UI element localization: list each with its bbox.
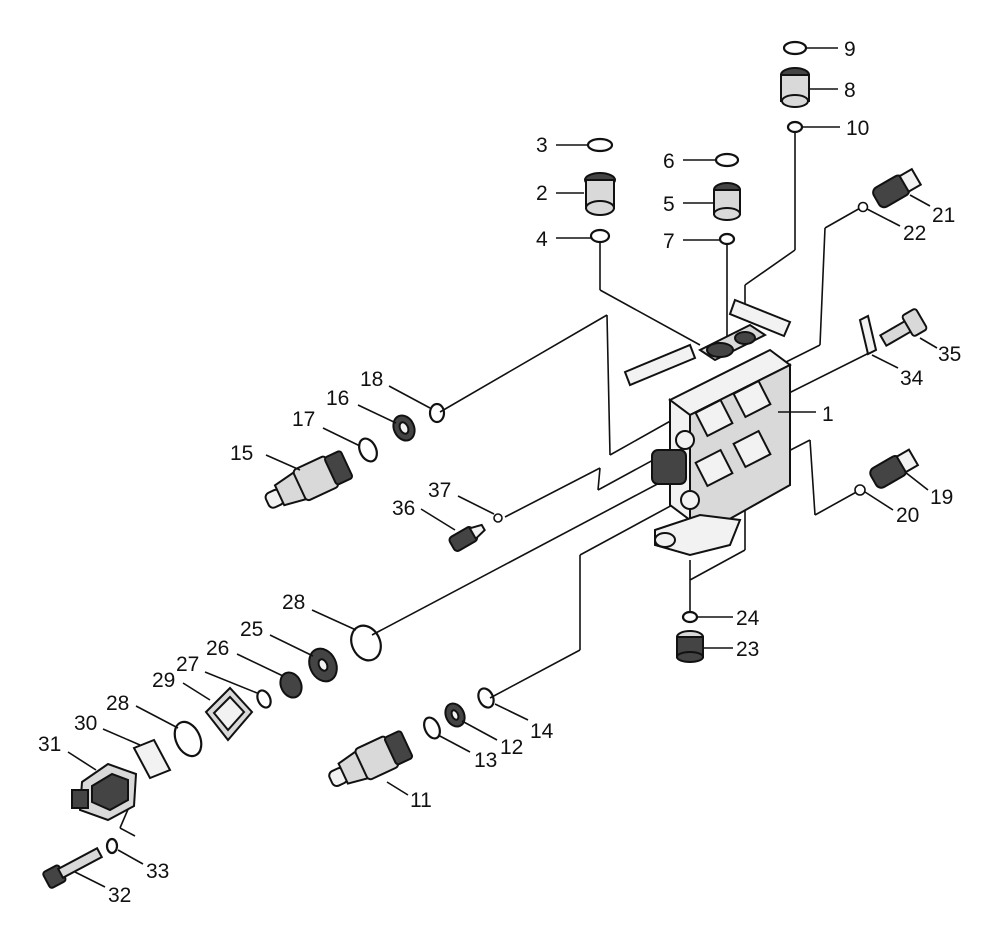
callout-6: 6 xyxy=(663,150,675,173)
callout-37: 37 xyxy=(428,479,451,502)
callout-36: 36 xyxy=(392,497,415,520)
callout-18: 18 xyxy=(360,368,383,391)
callout-4: 4 xyxy=(536,228,548,251)
callout-27: 27 xyxy=(176,653,199,676)
callout-5: 5 xyxy=(663,193,675,216)
callout-29: 29 xyxy=(152,669,175,692)
callout-13: 13 xyxy=(474,749,497,772)
callout-12: 12 xyxy=(500,736,523,759)
callout-14: 14 xyxy=(530,720,554,743)
callout-23: 23 xyxy=(736,638,759,661)
callout-2: 2 xyxy=(536,182,548,205)
top-fittings xyxy=(584,40,810,246)
callout-24: 24 xyxy=(736,607,760,630)
callout-31: 31 xyxy=(38,733,61,756)
callout-20: 20 xyxy=(896,504,919,527)
callout-28a: 28 xyxy=(282,591,305,614)
callout-19: 19 xyxy=(930,486,953,509)
callout-9: 9 xyxy=(844,38,856,61)
callout-3: 3 xyxy=(536,134,548,157)
manifold-body xyxy=(623,298,792,557)
callout-16: 16 xyxy=(326,387,349,410)
callout-leaders xyxy=(67,47,938,888)
callout-26: 26 xyxy=(206,637,229,660)
callout-21: 21 xyxy=(932,204,955,227)
callout-1: 1 xyxy=(822,403,834,426)
callout-17: 17 xyxy=(292,408,315,431)
callout-30: 30 xyxy=(74,712,97,735)
callout-34: 34 xyxy=(900,367,924,390)
callout-11: 11 xyxy=(410,789,432,812)
callout-28b: 28 xyxy=(106,692,129,715)
callout-15: 15 xyxy=(230,442,253,465)
callout-33: 33 xyxy=(146,860,169,883)
callout-25: 25 xyxy=(240,618,263,641)
callout-10: 10 xyxy=(846,117,869,140)
callout-22: 22 xyxy=(903,222,926,245)
callout-32: 32 xyxy=(108,884,131,907)
lower-left-fittings xyxy=(42,624,495,889)
callout-labels: 1 2 3 4 5 6 7 8 9 10 11 12 13 14 15 16 1… xyxy=(38,38,961,907)
callout-8: 8 xyxy=(844,79,856,102)
callout-35: 35 xyxy=(938,343,961,366)
callout-7: 7 xyxy=(663,230,675,253)
left-upper-fittings xyxy=(264,402,503,552)
